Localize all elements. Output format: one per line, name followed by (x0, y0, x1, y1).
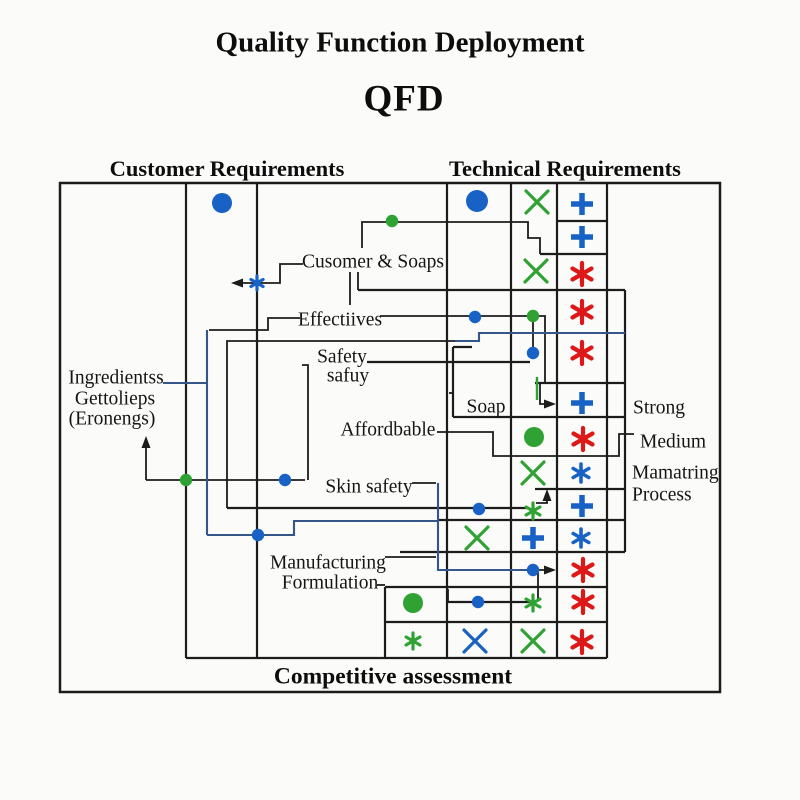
connector-line (437, 431, 634, 457)
connector-dot (526, 346, 540, 360)
relationship-asterisk-symbol (404, 635, 422, 647)
connector-dot (179, 473, 193, 487)
row-label-safety-line2: safuy (326, 365, 370, 387)
relationship-x-symbol (524, 189, 550, 215)
relationship-x-symbol (520, 628, 546, 654)
relationship-circle-symbol (466, 190, 488, 212)
arrowhead (141, 436, 151, 448)
legend-process-line2: Process (632, 484, 692, 506)
connector-dot (526, 309, 540, 323)
relationship-asterisk-symbol (249, 277, 265, 289)
relationship-circle-symbol (212, 193, 232, 213)
row-label-ingredients-line2: Gettolieps (74, 388, 156, 410)
connector-line (302, 364, 309, 480)
connector-line (226, 340, 455, 508)
relationship-asterisk-symbol (524, 597, 542, 609)
row-label-manufacturing-line2: Formulation (281, 572, 379, 594)
relationship-x-symbol (520, 460, 546, 486)
relationship-asterisk-symbol (570, 634, 594, 650)
relationship-asterisk-symbol (571, 466, 591, 480)
relationship-x-symbol (462, 628, 488, 654)
page-subtitle: QFD (363, 78, 445, 120)
row-label-manufacturing-line1: Manufacturing (270, 552, 386, 574)
relationship-asterisk-symbol (571, 562, 595, 578)
row-label-soap: Soap (466, 396, 506, 418)
header-customer-requirements: Customer Requirements (109, 156, 345, 181)
relationship-asterisk-symbol (571, 594, 595, 610)
connector-dot (251, 528, 265, 542)
connector-dot (471, 595, 485, 609)
arrowhead (544, 399, 556, 409)
row-label-skin-safety: Skin safety (325, 476, 413, 498)
row-label-ingredients-line3: (Eronengs) (68, 408, 156, 430)
arrowhead (231, 278, 243, 288)
relationship-asterisk-symbol (571, 531, 591, 545)
connector-line (209, 317, 300, 331)
connector-line (234, 263, 303, 284)
connector-dot (472, 502, 486, 516)
legend-process-line1: Mamatring (632, 462, 719, 484)
row-label-safety-line1: Safety (317, 346, 367, 368)
arrowhead (542, 489, 552, 501)
connector-line-blue (207, 519, 437, 537)
relationship-x-symbol (464, 525, 490, 551)
arrowhead (544, 565, 556, 575)
relationship-x-symbol (523, 258, 549, 284)
relationship-circle-symbol (403, 593, 423, 613)
footer-competitive-assessment: Competitive assessment (273, 663, 513, 690)
row-label-customer-soaps: Cusomer & Soaps (302, 251, 444, 273)
page-title: Quality Function Deployment (215, 26, 585, 59)
connector-dot (526, 563, 540, 577)
relationship-asterisk-symbol (524, 505, 542, 517)
header-technical-requirements: Technical Requirements (449, 156, 681, 181)
relationship-asterisk-symbol (570, 266, 594, 282)
connector-dot (468, 310, 482, 324)
connector-dot (385, 214, 399, 228)
legend-medium: Medium (640, 431, 707, 453)
connector-line-blue (436, 483, 536, 572)
relationship-asterisk-symbol (571, 431, 595, 447)
row-label-affordable: Affordbable (340, 419, 436, 441)
connector-line-blue (455, 331, 625, 343)
matrix-outer-border (58, 181, 722, 694)
relationship-circle-symbol (524, 427, 544, 447)
relationship-asterisk-symbol (570, 345, 594, 361)
relationship-asterisk-symbol (570, 304, 594, 320)
legend-strong: Strong (633, 397, 686, 419)
row-label-ingredients-line1: Ingredientss (68, 367, 164, 389)
row-label-effectives: Effectiives (297, 309, 383, 331)
connector-line (361, 221, 541, 254)
connector-dot (278, 473, 292, 487)
connector-line (380, 315, 553, 405)
